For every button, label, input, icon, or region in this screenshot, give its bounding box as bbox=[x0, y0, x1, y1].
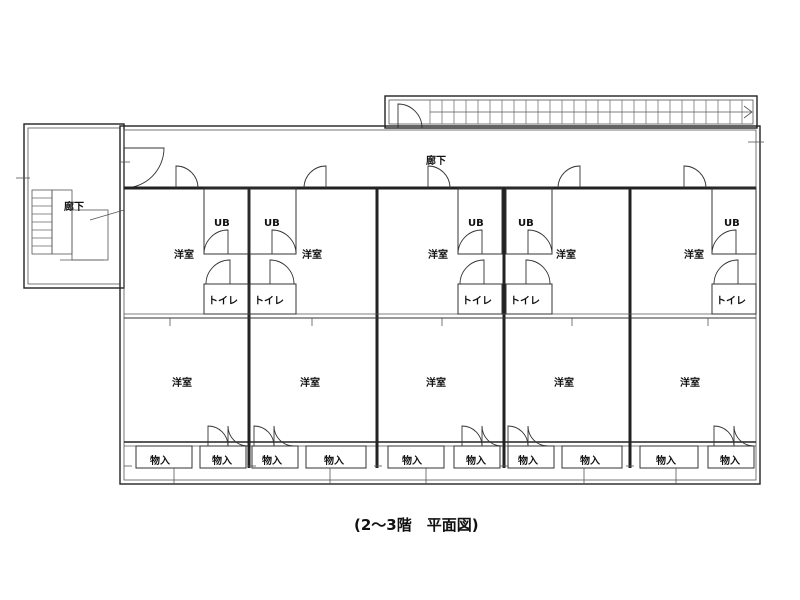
bath-label-4: UB bbox=[518, 218, 534, 229]
room-lower-4: 洋室 bbox=[554, 376, 574, 389]
bath-label-3: UB bbox=[468, 218, 484, 229]
outer-walls bbox=[23, 123, 761, 485]
storage-label-10: 物入 bbox=[720, 454, 740, 467]
room-lower-1: 洋室 bbox=[172, 376, 192, 389]
room-upper-4: 洋室 bbox=[556, 248, 576, 261]
left-stair bbox=[31, 147, 165, 261]
storage-label-6: 物入 bbox=[466, 454, 486, 467]
bath-label-1: UB bbox=[214, 218, 230, 229]
storage-label-1: 物入 bbox=[150, 454, 170, 467]
room-lower-5: 洋室 bbox=[680, 376, 700, 389]
top-stair bbox=[384, 95, 758, 129]
room-lower-3: 洋室 bbox=[426, 376, 446, 389]
plan-caption: (2～3階 平面図) bbox=[354, 516, 479, 534]
bath-label-5: UB bbox=[724, 218, 740, 229]
dimension-ticks bbox=[16, 141, 764, 484]
room-lower-2: 洋室 bbox=[300, 376, 320, 389]
room-upper-5: 洋室 bbox=[684, 248, 704, 261]
room-upper-2: 洋室 bbox=[302, 248, 322, 261]
wet-areas bbox=[203, 187, 757, 315]
storage-label-9: 物入 bbox=[656, 454, 676, 467]
toilet-label-5: トイレ bbox=[716, 295, 746, 307]
corridor-label: 廊下 bbox=[426, 154, 446, 167]
storage-label-2: 物入 bbox=[212, 454, 232, 467]
bath-label-2: UB bbox=[264, 218, 280, 229]
storage-label-4: 物入 bbox=[324, 454, 344, 467]
corridor-left-label: 廊下 bbox=[64, 200, 84, 213]
storage-label-7: 物入 bbox=[518, 454, 538, 467]
storage-label-3: 物入 bbox=[262, 454, 282, 467]
room-upper-1: 洋室 bbox=[174, 248, 194, 261]
toilet-label-1: トイレ bbox=[208, 295, 238, 307]
storage-label-8: 物入 bbox=[580, 454, 600, 467]
storage-label-5: 物入 bbox=[402, 454, 422, 467]
room-upper-3: 洋室 bbox=[428, 248, 448, 261]
storage-closets bbox=[135, 425, 755, 469]
unit-dividers bbox=[124, 188, 756, 468]
toilet-label-2: トイレ bbox=[254, 295, 284, 307]
toilet-label-3: トイレ bbox=[462, 295, 492, 307]
toilet-label-4: トイレ bbox=[510, 295, 540, 307]
corridor bbox=[124, 165, 756, 190]
labels: 廊下 廊下 UB UB UB UB UB 洋室 洋室 洋室 洋室 洋室 トイレ … bbox=[64, 154, 746, 534]
